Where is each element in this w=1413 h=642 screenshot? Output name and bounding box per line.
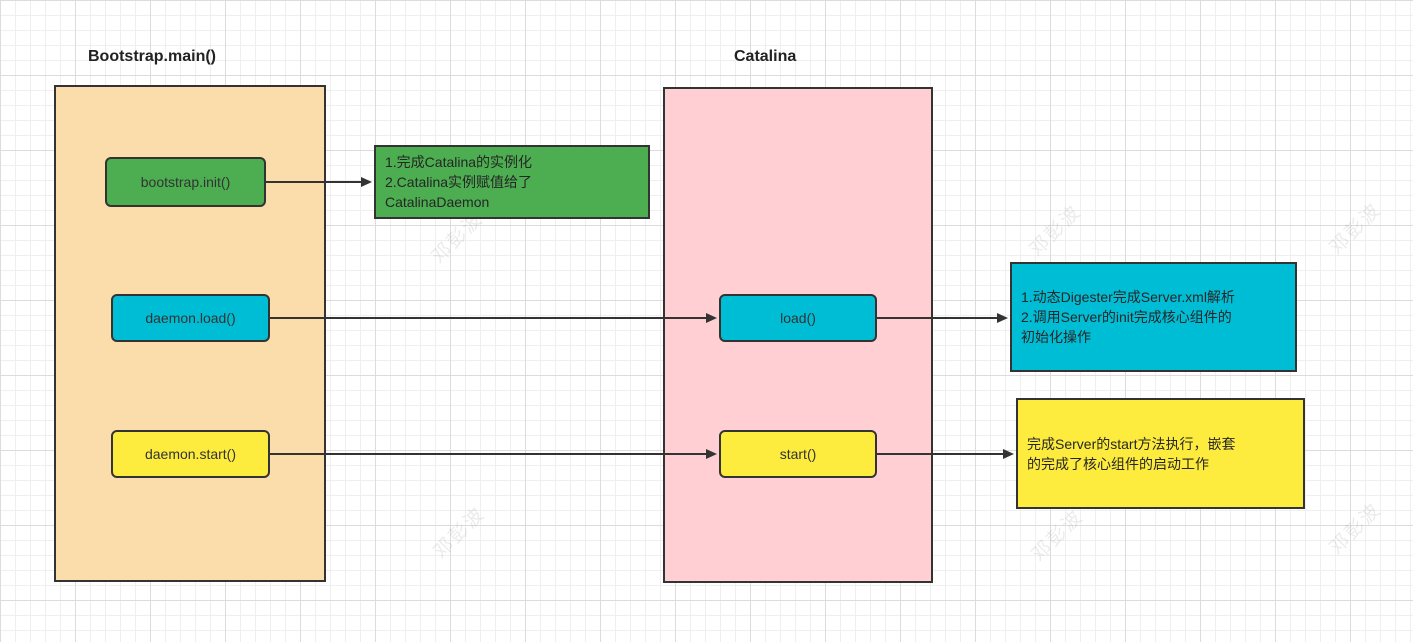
load-annotation-note: 1.动态Digester完成Server.xml解析 2.调用Server的in…	[1010, 262, 1297, 372]
arrow-init-to-note	[266, 177, 372, 187]
bootstrap-init-label: bootstrap.init()	[140, 174, 231, 190]
arrow-daemon-load-to-catalina-load	[270, 313, 717, 323]
watermark-text: 邓彭波	[1326, 499, 1386, 559]
watermark-text: 邓彭波	[1028, 506, 1088, 566]
daemon-load-box: daemon.load()	[111, 294, 270, 342]
start-annotation-text: 完成Server的start方法执行，嵌套 的完成了核心组件的启动工作	[1027, 435, 1236, 472]
daemon-start-label: daemon.start()	[144, 446, 237, 462]
daemon-start-box: daemon.start()	[111, 430, 270, 478]
catalina-load-label: load()	[780, 310, 816, 326]
load-annotation-text: 1.动态Digester完成Server.xml解析 2.调用Server的in…	[1021, 289, 1235, 345]
bootstrap-lifeline-title: Bootstrap.main()	[88, 48, 216, 65]
watermark-text: 邓彭波	[430, 503, 490, 563]
catalina-lifeline-title: Catalina	[734, 48, 797, 65]
watermark-text: 邓彭波	[1026, 201, 1086, 261]
daemon-load-label: daemon.load()	[145, 310, 236, 326]
arrow-start-to-note	[877, 449, 1014, 459]
start-annotation-note: 完成Server的start方法执行，嵌套 的完成了核心组件的启动工作	[1016, 398, 1305, 509]
bootstrap-init-box: bootstrap.init()	[105, 157, 266, 207]
catalina-start-box: start()	[719, 430, 877, 478]
watermark-text: 邓彭波	[1326, 199, 1386, 259]
arrow-daemon-start-to-catalina-start	[270, 449, 717, 459]
init-annotation-note: 1.完成Catalina的实例化 2.Catalina实例赋值给了 Catali…	[374, 145, 650, 219]
catalina-start-label: start()	[779, 446, 817, 462]
arrow-load-to-note	[877, 313, 1008, 323]
catalina-load-box: load()	[719, 294, 877, 342]
init-annotation-text: 1.完成Catalina的实例化 2.Catalina实例赋值给了 Catali…	[385, 154, 533, 210]
